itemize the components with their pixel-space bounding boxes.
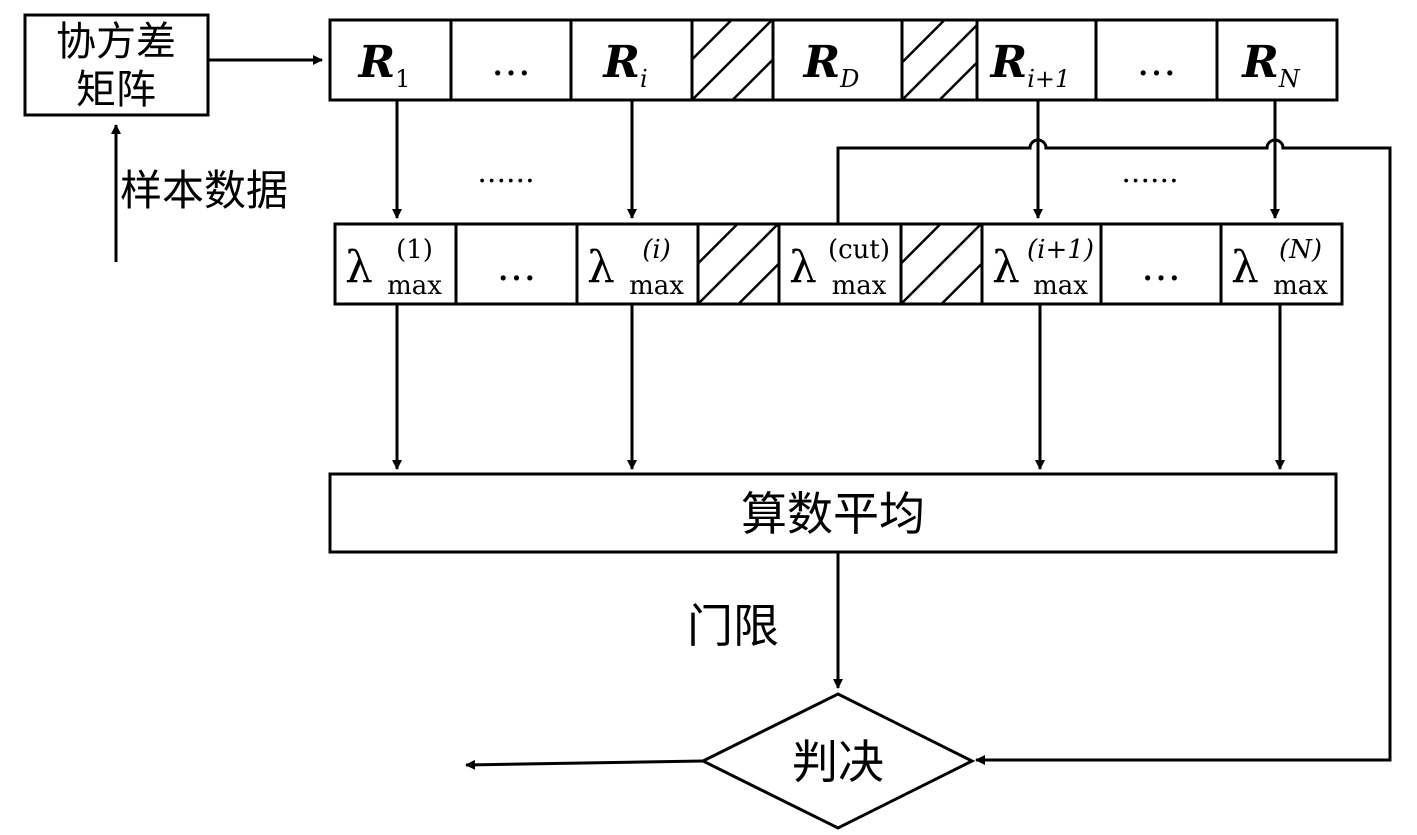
covariance-matrix-box <box>23 13 210 117</box>
lambda-symbol: λ <box>1231 242 1259 293</box>
average-box <box>328 472 1338 554</box>
lambda-cell-box <box>575 222 700 306</box>
r-subscript: i+1 <box>1027 65 1070 93</box>
r-cell-6: Ri+1 <box>975 18 1098 102</box>
r-cell-box <box>975 18 1098 102</box>
r-ellipsis: … <box>1137 39 1177 85</box>
lambda-cell-2: λ (i) max <box>575 222 700 306</box>
r-symbol: R <box>1240 37 1279 88</box>
r-symbol: R <box>601 37 640 88</box>
r-matrix-label: RN <box>1240 37 1301 93</box>
lambda-subscript: max <box>387 271 442 301</box>
covariance-label-line1: 协方差 <box>56 19 176 65</box>
r-hatch-3-stripe <box>691 19 733 61</box>
r-subscript: i <box>640 65 648 93</box>
lambda-subscript: max <box>1033 271 1088 301</box>
lambda-cell-3 <box>696 222 781 306</box>
decision-label: 判决 <box>792 735 884 789</box>
lambda-subscript: max <box>1273 271 1328 301</box>
lambda-cell-8: λ (N) max <box>1219 222 1344 306</box>
r-cell-2: Ri <box>569 18 694 102</box>
lambda-cell-box <box>777 222 903 306</box>
r-symbol: R <box>802 37 841 88</box>
r-cell-box <box>771 18 904 102</box>
lambda-cell-0: λ (1) max <box>333 222 458 306</box>
r-matrix-label: R1 <box>357 37 411 93</box>
lambda-symbol: λ <box>789 242 817 293</box>
covariance-label-line2: 矩阵 <box>76 67 156 113</box>
lambda-cell-1: … <box>454 222 579 306</box>
r-subscript: D <box>839 65 859 93</box>
lambda-cell-4: λ (cut) max <box>777 222 903 306</box>
lambda-cell-box <box>1099 222 1223 306</box>
r-cell-7: … <box>1094 18 1219 102</box>
r-hatch-3-stripe <box>691 19 773 101</box>
r-hatch-3-stripe <box>731 58 774 101</box>
r-subscript: 1 <box>395 65 410 93</box>
r-cell-3 <box>690 18 775 102</box>
lambda-superscript: (1) <box>396 235 433 265</box>
r-cell-8: RN <box>1215 18 1339 102</box>
lambda-subscript: max <box>832 271 887 301</box>
lambda-cell-box <box>333 222 458 306</box>
lambda-hatch-3-stripe <box>697 223 779 305</box>
r-hatch-5-stripe <box>901 24 978 101</box>
lambda-symbol: λ <box>345 242 373 293</box>
lambda-cell-6: λ(i+1) max <box>980 222 1103 306</box>
output-arrow <box>465 759 704 770</box>
between-dots-right: ...... <box>1121 155 1178 190</box>
lambda-symbol: λ <box>992 242 1020 293</box>
lambda-superscript: (i) <box>642 235 671 265</box>
r-symbol: R <box>357 37 396 88</box>
decision-diamond <box>699 692 976 830</box>
r-hatch-5-stripe <box>938 61 978 101</box>
r-subscript: N <box>1278 65 1301 93</box>
lambda-superscript: (N) <box>1279 235 1322 265</box>
r-cell-0: R1 <box>328 18 453 102</box>
lambda-ellipsis: … <box>1141 244 1181 290</box>
lambda-symbol: λ <box>587 242 615 293</box>
lambda-cell-box <box>454 222 579 306</box>
r-ellipsis: … <box>491 39 531 85</box>
r-cell-box <box>1215 18 1339 102</box>
lambda-cell-5 <box>899 222 984 306</box>
r-matrix-label: Ri+1 <box>989 37 1071 93</box>
lambda-subscript: max <box>629 271 684 301</box>
lambda-hatch-3-stripe <box>697 223 739 265</box>
lambda-superscript: (i+1) <box>1027 235 1094 265</box>
r-hatch-5-stripe <box>901 19 946 64</box>
r-cell-box <box>449 18 573 102</box>
between-dots-left: ...... <box>477 155 534 190</box>
lambda-hatch-5-stripe <box>900 223 982 305</box>
r-cell-1: … <box>449 18 573 102</box>
covariance-matrix-block: 协方差 矩阵 <box>23 13 210 117</box>
r-matrix-label: RD <box>802 37 860 93</box>
lambda-hatch-5-stripe <box>900 223 942 265</box>
r-symbol: R <box>989 37 1028 88</box>
sample-data-label: 样本数据 <box>120 166 288 215</box>
cut-to-decision-path <box>836 138 1392 765</box>
lambda-superscript: (cut) <box>828 235 890 265</box>
lambda-ellipsis: … <box>497 244 537 290</box>
lambda-hatch-3-stripe <box>737 262 780 305</box>
r-matrix-label: Ri <box>601 37 647 93</box>
threshold-label: 门限 <box>687 599 779 653</box>
average-label: 算数平均 <box>741 487 925 541</box>
lambda-cell-7: … <box>1099 222 1223 306</box>
r-cell-4: RD <box>771 18 904 102</box>
r-cell-5 <box>900 18 979 102</box>
lambda-hatch-5-stripe <box>940 262 983 305</box>
